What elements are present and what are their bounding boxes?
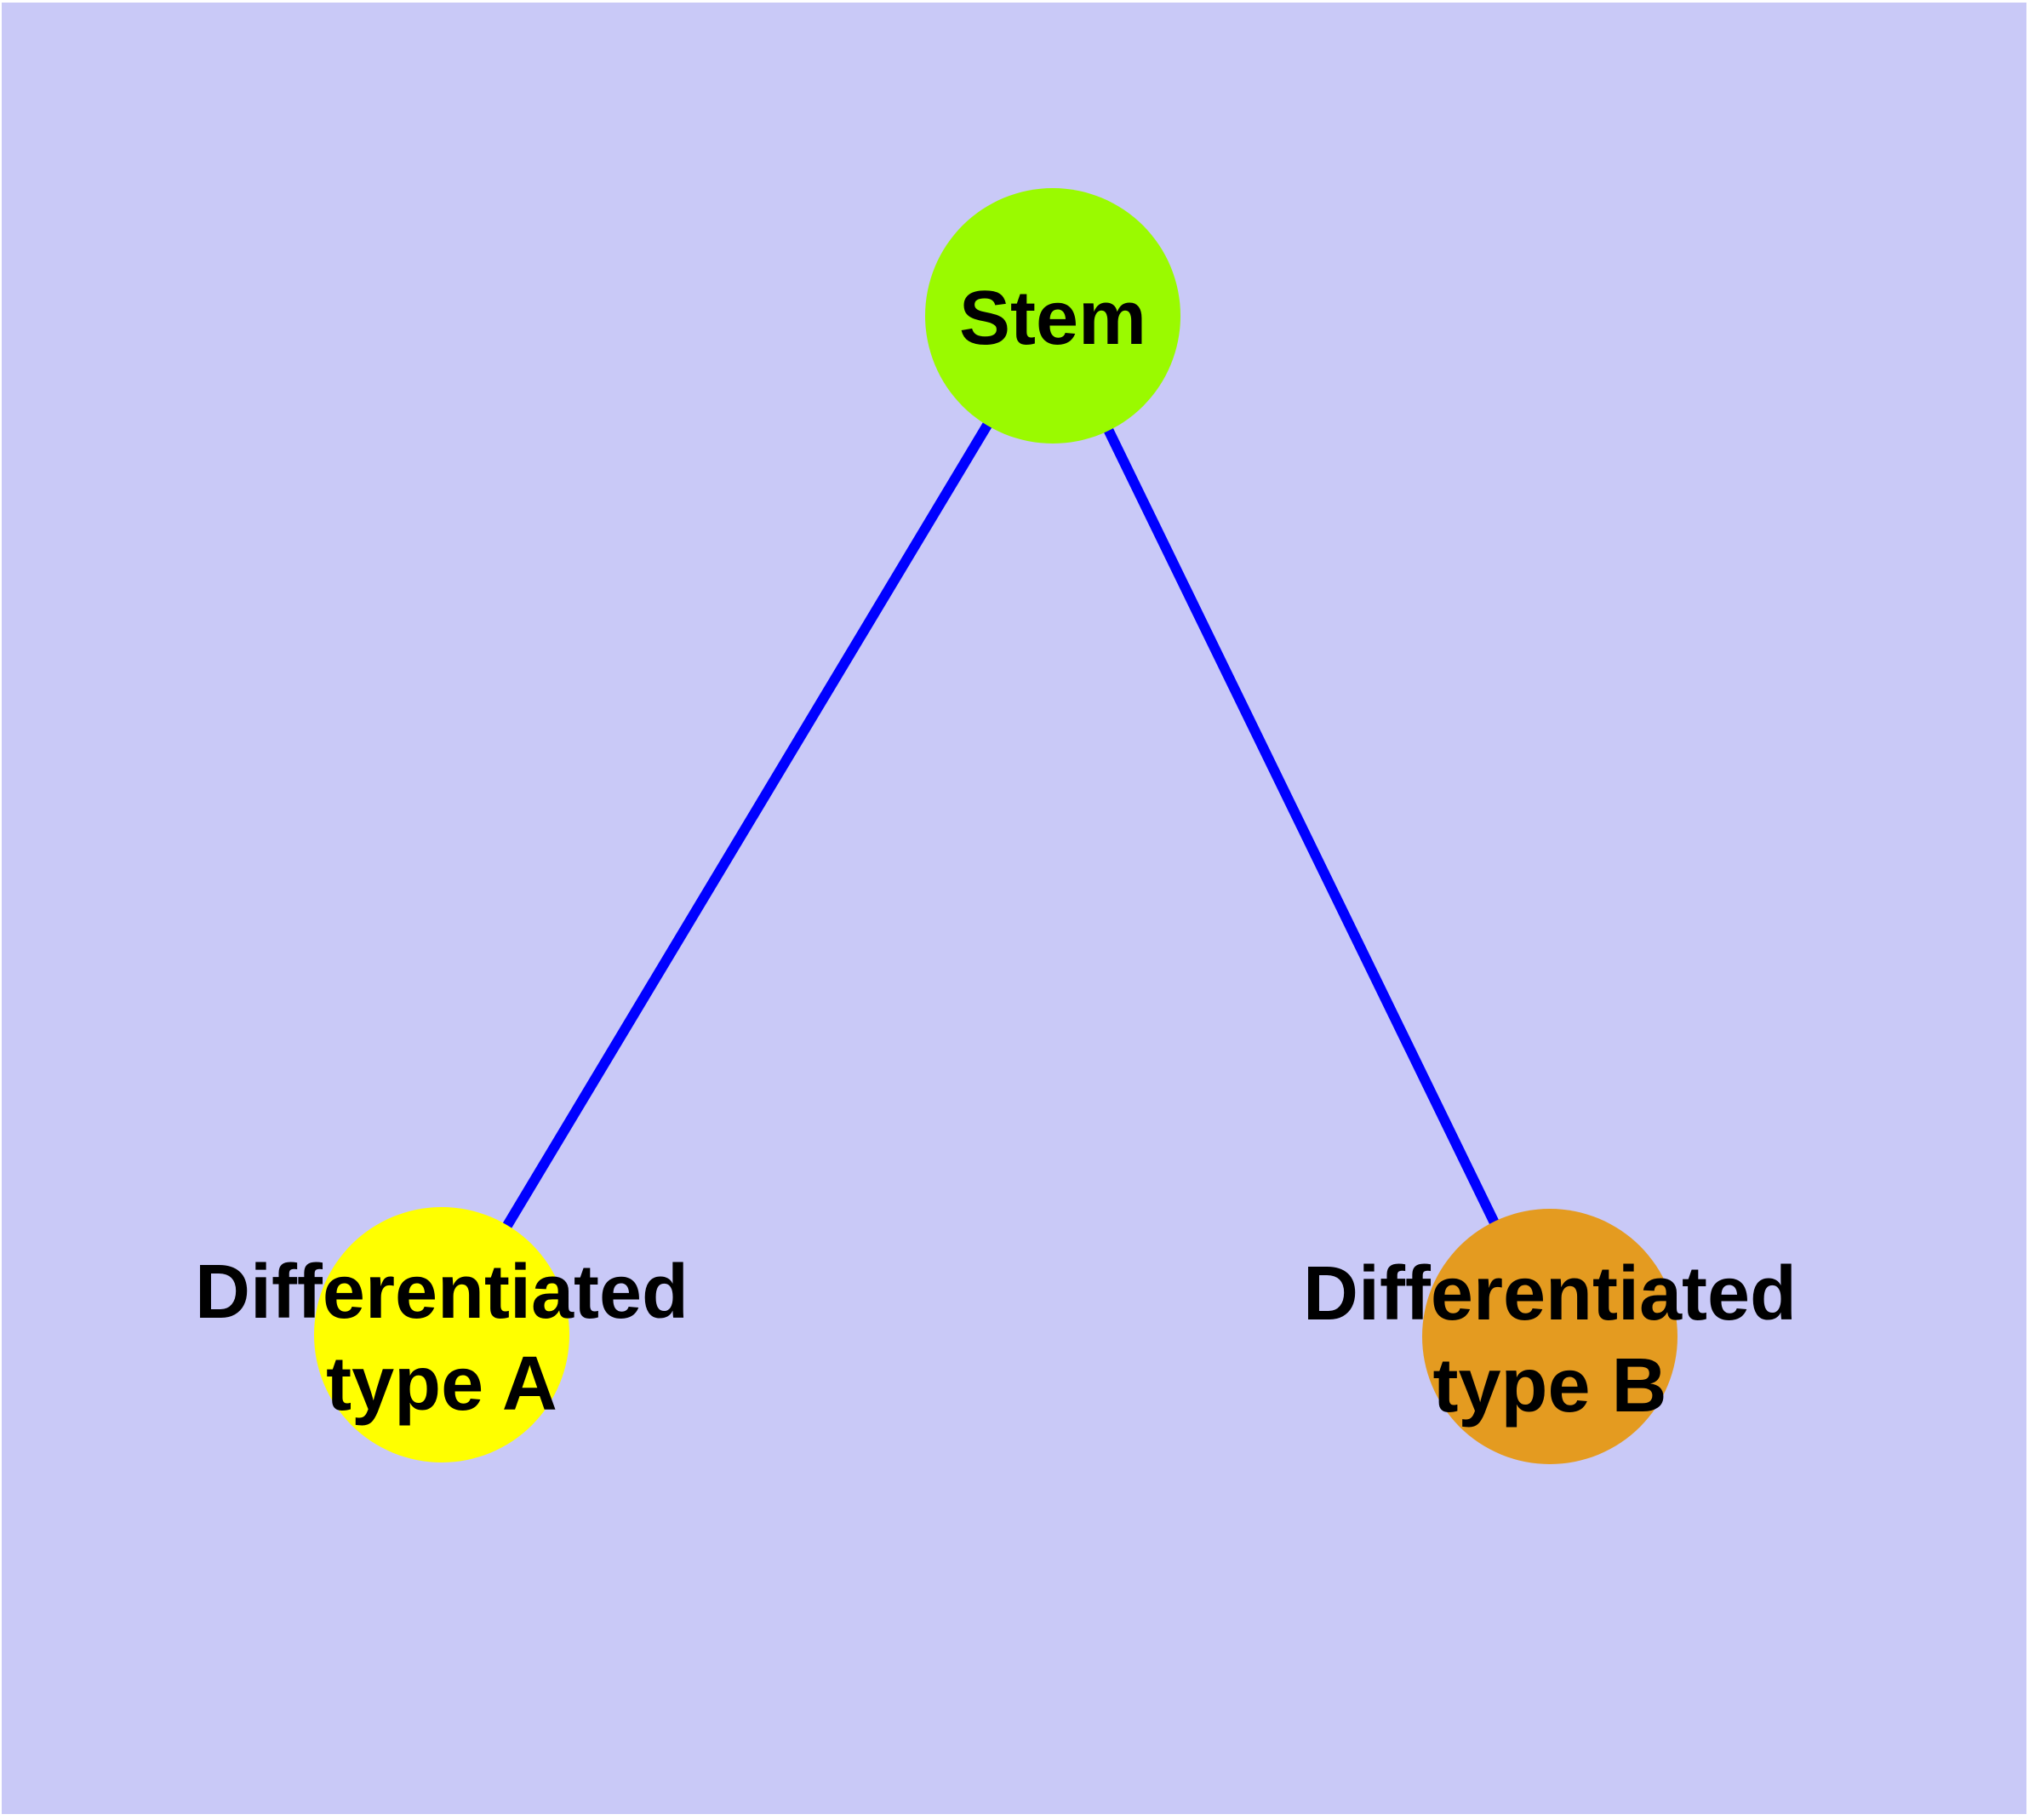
type-b-node-label-line1: Differentiated — [1303, 1251, 1797, 1336]
stem-node-label: Stem — [959, 276, 1146, 361]
type-a-node-label-line2: type A — [326, 1342, 557, 1427]
type-b-node-circle — [1422, 1209, 1677, 1464]
edge-stem-to-type-a — [437, 312, 1058, 1338]
type-b-node-label-line2: type B — [1432, 1343, 1666, 1428]
edge-stem-to-type-b — [1048, 313, 1555, 1339]
type-a-node-label-line1: Differentiated — [195, 1250, 689, 1335]
stem-node-circle — [925, 188, 1180, 444]
type-a-node-circle — [314, 1207, 569, 1462]
